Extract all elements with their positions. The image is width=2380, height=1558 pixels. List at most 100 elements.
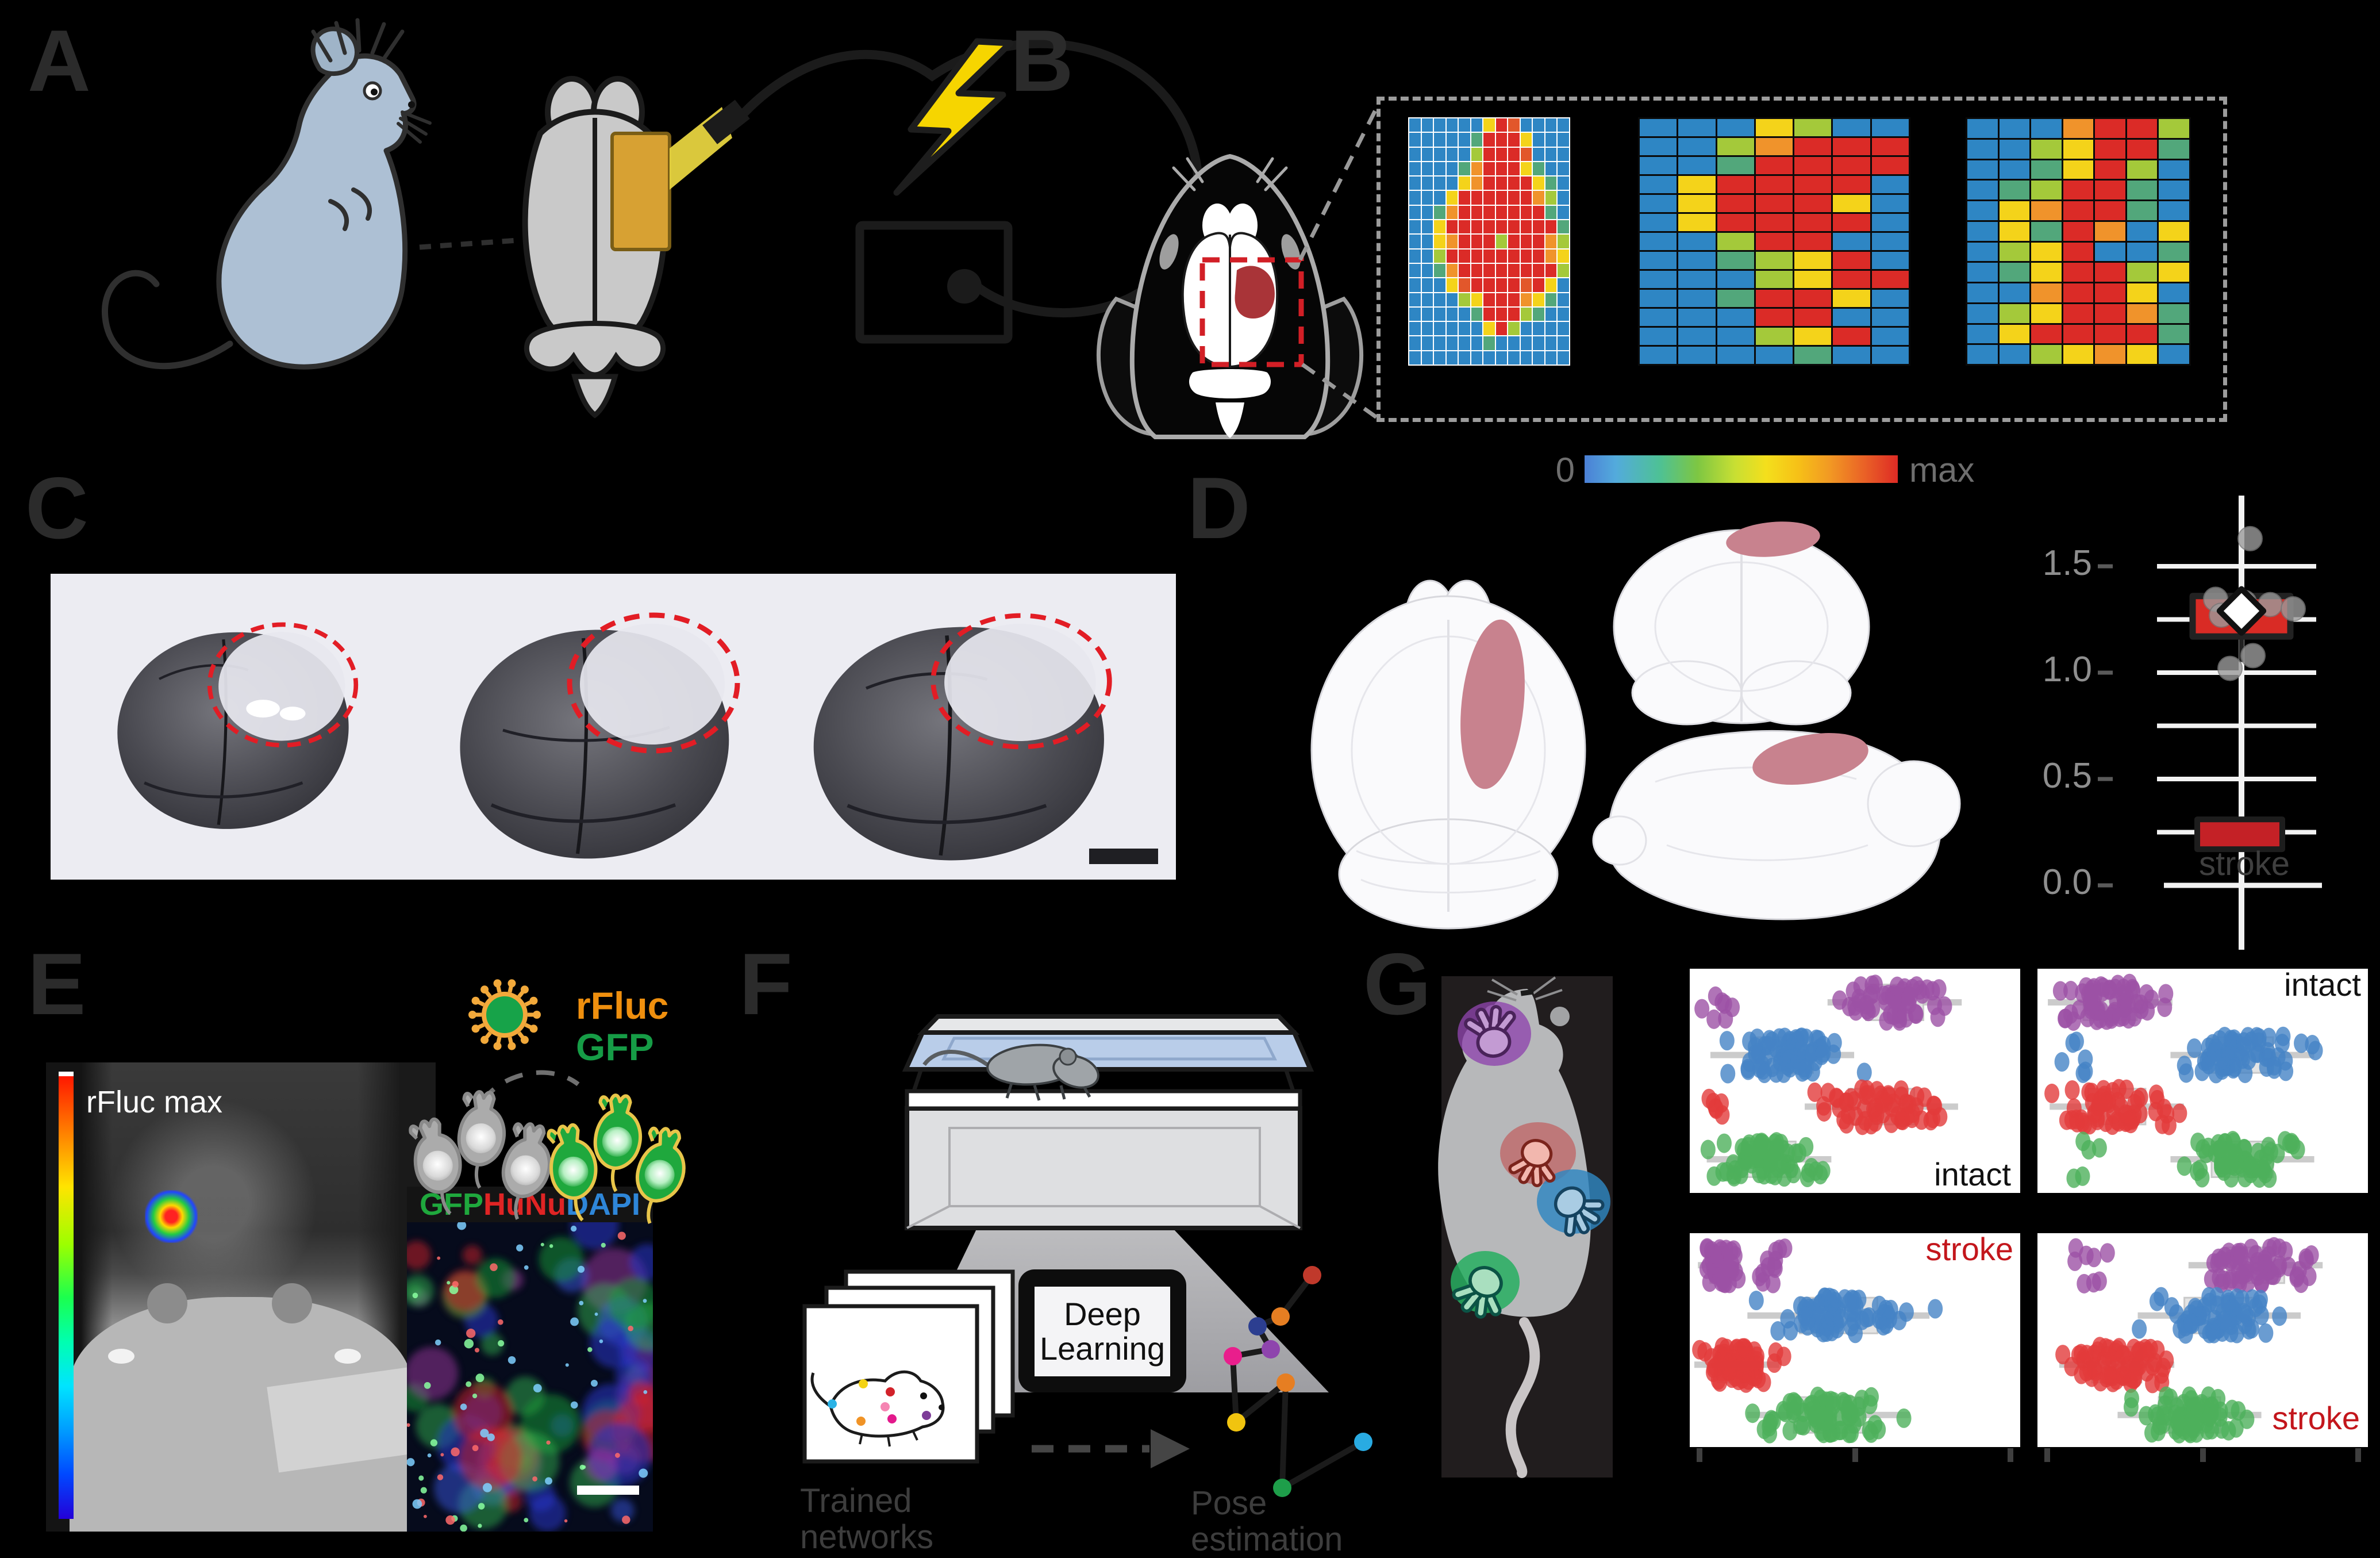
heatmap-cell [1533,118,1544,132]
heatmap-cell [1421,133,1433,147]
fluorescence-blob [610,1498,635,1522]
heatmap-cell [2127,181,2158,199]
heatmap-cell [1533,133,1544,147]
strip-data-point [1842,1394,1858,1414]
heatmap-cell [1967,160,1998,179]
fluorescence-dot [498,1319,503,1325]
head-whiskers [1172,157,1288,191]
paw-glyphs [1452,1005,1605,1319]
heatmap-cell [2031,201,2062,220]
strip-data-point [1737,1340,1753,1360]
strip-data-point [2217,1310,2232,1330]
heatmap-cell [1678,271,1716,288]
heatmap-cell [1495,162,1508,176]
heatmap-cell [1794,138,1832,155]
strip-data-point [1839,1114,1854,1134]
heatmap-cell [1717,328,1754,345]
heatmap-cell [1533,176,1544,190]
strip-data-point [2132,1319,2147,1339]
heatmap-cell [2031,283,2062,302]
strip-data-point [1928,1299,1943,1319]
heatmap-cell [1794,195,1832,212]
strip-data-point [2144,1423,2159,1443]
virus-spike [483,988,492,998]
projection-line-bottom [1301,363,1380,420]
heatmap-cell [1558,336,1569,350]
heatmap-cell [1717,252,1754,269]
heatmap-cell [1459,307,1470,321]
heatmap-cell [1483,322,1495,336]
strip-data-point [2116,1006,2131,1026]
heatmap-cell [1967,181,1998,199]
heatmap-cell [1678,233,1716,250]
fluorescence-dot [460,1403,467,1410]
heatmap-cell [1545,147,1557,161]
fluorescence-dot [549,1244,553,1248]
strip-data-point [1816,1102,1832,1122]
heatmap-cell [1967,221,1998,241]
heatmap-cell [1409,235,1421,248]
fluorescence-dot [622,1515,630,1524]
heatmap-cell [1871,290,1909,307]
heatmap-cell [2095,160,2125,179]
strip-data-point [2071,1345,2086,1365]
heatmap-cell [2127,263,2158,282]
heatmap-cell [1446,307,1458,321]
strip-data-point [2126,1369,2141,1390]
projection-line-top [1298,103,1381,261]
heatmap-cell [1421,322,1433,336]
heatmap-cell [1520,176,1532,190]
heatmap-cell [1409,307,1421,321]
fluorescence-dot [437,1256,441,1260]
brain-coronal-view [1613,521,1870,726]
heatmap-cell [1446,351,1458,364]
heatmap-cell [2063,345,2094,364]
strip-data-point [2101,1093,2116,1114]
heatmap-cell [1717,271,1754,288]
paw-map-background [1441,976,1613,1478]
heatmap-cell [1678,195,1716,212]
heatmap-cell [1717,176,1754,193]
heatmap-cell [1999,242,2030,262]
strip-data-point [1809,1410,1825,1430]
heatmap-cell [1558,322,1569,336]
device-line-2: Learning [1040,1330,1165,1367]
heatmap-cell [2095,119,2125,138]
heatmap-cell [1495,278,1508,292]
head-ear-left [1096,296,1181,436]
heatmap-cell [2127,283,2158,302]
paw-highlight-left [108,1348,135,1364]
pose-skeleton [1224,1266,1372,1497]
heatmap-cell [1833,328,1870,345]
strip-data-point [1745,1403,1760,1423]
heatmap-cell [1409,293,1421,306]
strip-data-point [2189,1396,2205,1417]
stroke-lesion-blob [1235,266,1275,318]
lesion-heatmap-fine [1408,117,1570,366]
panel-label-c: C [25,459,89,557]
virus-spike [524,999,535,1007]
fluorescence-dot [570,1401,578,1409]
strip-data-point [1925,981,1940,1001]
heatmap-cell [1999,324,2030,344]
strip-data-point [2220,1046,2235,1066]
strip-data-point [2206,1253,2221,1273]
strip-data-point [2101,1339,2117,1359]
lesion-colorbar [1585,455,1898,483]
heatmap-cell [2031,160,2062,179]
strip-data-point [2055,1345,2071,1365]
heatmap-cell [1833,347,1870,364]
heatmap-cell [1409,336,1421,350]
fluorescence-dot [427,1453,432,1458]
mouse-forepaws [328,187,372,231]
heatmap-cell [1421,176,1433,190]
fluorescence-dot [407,1458,415,1467]
heatmap-cell [1508,162,1520,176]
heatmap-cell [1483,278,1495,292]
heatmap-cell [1459,220,1470,234]
heatmap-cell [1446,322,1458,336]
heatmap-cell [1459,263,1470,278]
e-colorbar-cap [59,1072,74,1076]
heatmap-cell [1794,214,1832,231]
heatmap-cell [1871,328,1909,345]
